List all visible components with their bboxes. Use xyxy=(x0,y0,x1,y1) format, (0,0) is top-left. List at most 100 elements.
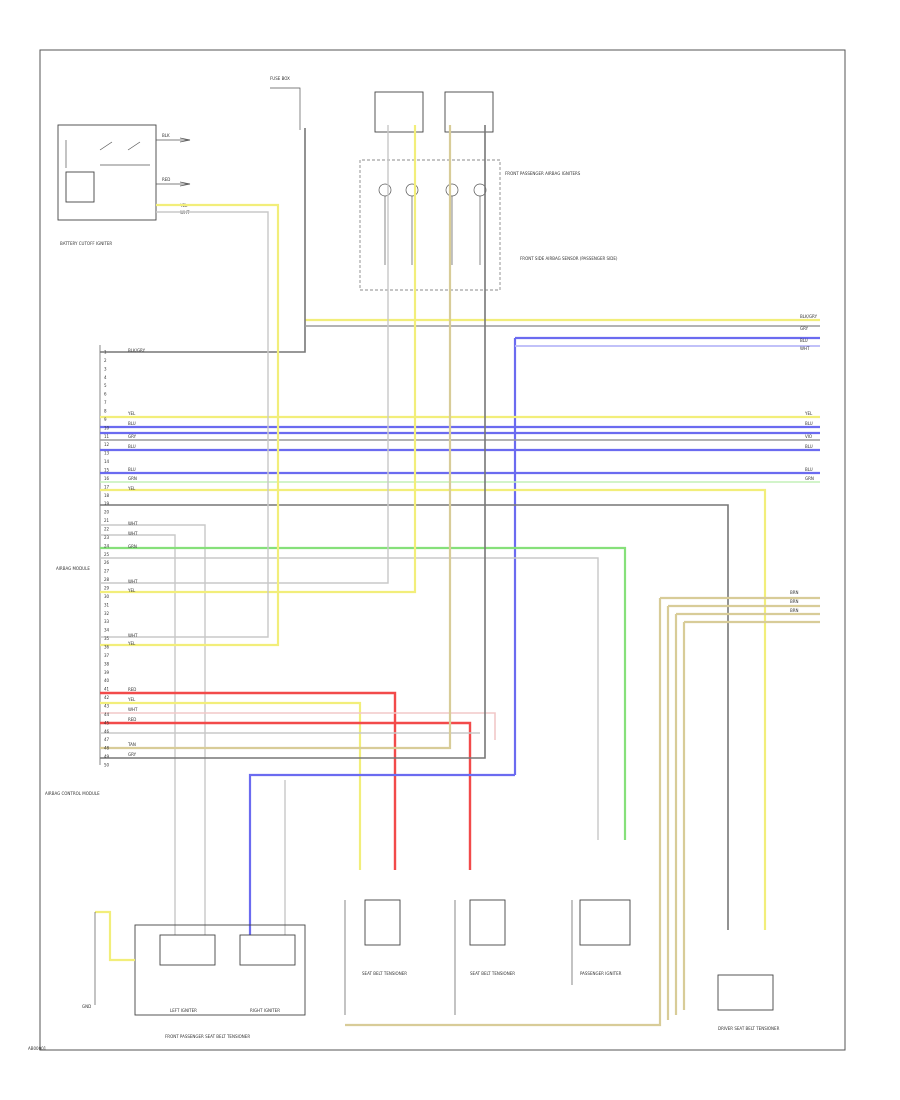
front-pass-seat-belt-label: FRONT PASSENGER SEAT BELT TENSIONER xyxy=(165,1034,250,1039)
pin-number: 48 xyxy=(104,746,110,751)
pin-number: 27 xyxy=(104,569,110,574)
pin-number: 10 xyxy=(104,425,110,430)
tag-r4: WHT xyxy=(800,346,810,351)
battery-cutoff-igniter: BATTERY CUTOFF IGNITER BLK RED YEL WHT xyxy=(57,124,191,246)
pin-number: 22 xyxy=(104,527,110,532)
left-seat-belt-tensioner: SEAT BELT TENSIONER xyxy=(344,899,407,1015)
tag-l5: BLU xyxy=(128,444,136,449)
tag-l1: BLK/GRY xyxy=(128,348,146,353)
tag-l20: TAN xyxy=(127,742,136,747)
pin-number: 17 xyxy=(104,484,110,489)
pin-number: 18 xyxy=(104,493,110,498)
pin-number: 13 xyxy=(104,451,110,456)
tag-l4: GRY xyxy=(128,434,137,439)
igniter-right-label: RIGHT IGNITER xyxy=(250,1008,280,1013)
tag-r8: BLU xyxy=(805,444,813,449)
pin-number: 47 xyxy=(104,737,110,742)
pin-number: 42 xyxy=(104,695,110,700)
tag-r10: GRN xyxy=(805,476,814,481)
pin-number: 16 xyxy=(104,476,110,481)
passenger-igniter: PASSENGER IGNITER xyxy=(571,899,631,985)
pin-number: 4 xyxy=(104,375,107,380)
pin-number: 44 xyxy=(104,712,110,717)
left-wire-tags: BLK/GRY YEL BLU GRY BLU BLU GRN YEL WHT … xyxy=(127,348,146,757)
pin-number: 8 xyxy=(104,409,107,414)
tag-l15: YEL xyxy=(127,641,136,646)
pin-number: 46 xyxy=(104,729,110,734)
pin-number: 50 xyxy=(104,763,110,768)
footer-code: AB00001 xyxy=(28,1046,47,1051)
tag-l18: WHT xyxy=(128,707,138,712)
tag-r5: YEL xyxy=(804,411,813,416)
pin-number: 25 xyxy=(104,552,110,557)
tag-l9: WHT xyxy=(128,521,138,526)
airbag-control-module-label: AIRBAG CONTROL MODULE xyxy=(45,791,100,796)
pin-number: 15 xyxy=(104,468,110,473)
tag-l7: GRN xyxy=(128,476,137,481)
pin-number: 14 xyxy=(104,459,110,464)
battery-cutoff-label: BATTERY CUTOFF IGNITER xyxy=(60,241,112,246)
wire-tag-red: RED xyxy=(162,177,170,182)
tag-l19: RED xyxy=(128,717,136,722)
pin-number: 36 xyxy=(104,645,110,650)
right-seat-belt-label: SEAT BELT TENSIONER xyxy=(470,971,515,976)
fuse-connector-area: FUSE BOX FRONT PASSENGER AIRBAG IGNITERS… xyxy=(270,76,618,291)
pin-number: 40 xyxy=(104,678,110,683)
tag-l10: WHT xyxy=(128,531,138,536)
driver-seat-belt-tensioner: DRIVER SEAT BELT TENSIONER xyxy=(717,974,780,1031)
tag-l12: WHT xyxy=(128,579,138,584)
outer-frame xyxy=(39,49,846,1051)
tag-r2: GRY xyxy=(800,326,809,331)
pin-number: 43 xyxy=(104,704,110,709)
tag-r6: BLU xyxy=(805,421,813,426)
tag-l21: GRY xyxy=(128,752,137,757)
tag-l13: YEL xyxy=(127,588,136,593)
tag-r12: BRN xyxy=(790,599,799,604)
tag-l2: YEL xyxy=(127,411,136,416)
pin-number: 20 xyxy=(104,510,110,515)
pin-number: 38 xyxy=(104,661,110,666)
pin-number: 29 xyxy=(104,586,110,591)
front-side-airbag-label: FRONT SIDE AIRBAG SENSOR (PASSENGER SIDE… xyxy=(520,256,618,261)
pin-number: 28 xyxy=(104,577,110,582)
pin-number: 30 xyxy=(104,594,110,599)
tag-l11: GRN xyxy=(128,544,137,549)
pin-number: 49 xyxy=(104,754,110,759)
gnd-left-label: GND xyxy=(82,1004,91,1009)
tag-r3: BLU xyxy=(800,338,808,343)
tag-l14: WHT xyxy=(128,633,138,638)
pin-number: 5 xyxy=(104,383,107,388)
tag-r13: BRN xyxy=(790,608,799,613)
pin-number: 33 xyxy=(104,619,110,624)
pin-number: 7 xyxy=(104,400,107,405)
front-passenger-seat-belt-tensioner: FRONT PASSENGER SEAT BELT TENSIONER LEFT… xyxy=(82,910,306,1039)
wire-tag-blk: BLK xyxy=(162,133,170,138)
tag-r11: BRN xyxy=(790,590,799,595)
tag-l8: YEL xyxy=(127,486,136,491)
pin-number: 31 xyxy=(104,602,110,607)
pin-number: 3 xyxy=(104,366,107,371)
tag-l3: BLU xyxy=(128,421,136,426)
passenger-igniter-label: PASSENGER IGNITER xyxy=(580,971,622,976)
driver-seat-label: DRIVER SEAT BELT TENSIONER xyxy=(718,1026,780,1031)
tag-r7: VIO xyxy=(805,434,812,439)
tag-r9: BLU xyxy=(805,467,813,472)
pin-number: 24 xyxy=(104,543,110,548)
pin-number: 19 xyxy=(104,501,110,506)
pin-number: 26 xyxy=(104,560,110,565)
pin-numbers: 1234567891011121314151617181920212223242… xyxy=(104,350,110,768)
igniter-left-label: LEFT IGNITER xyxy=(170,1008,197,1013)
left-seat-belt-label: SEAT BELT TENSIONER xyxy=(362,971,407,976)
tag-l17: YEL xyxy=(127,697,136,702)
pin-number: 41 xyxy=(104,687,110,692)
pin-number: 35 xyxy=(104,636,110,641)
pin-number: 23 xyxy=(104,535,110,540)
pin-number: 34 xyxy=(104,628,110,633)
fuse-box-label: FUSE BOX xyxy=(270,76,290,81)
airbag-module-label: AIRBAG MODULE xyxy=(56,566,90,571)
tag-r1: BLK/GRY xyxy=(800,314,818,319)
pin-number: 1 xyxy=(104,350,107,355)
right-seat-belt-tensioner: SEAT BELT TENSIONER xyxy=(454,899,515,1015)
tag-l16: RED xyxy=(128,687,136,692)
